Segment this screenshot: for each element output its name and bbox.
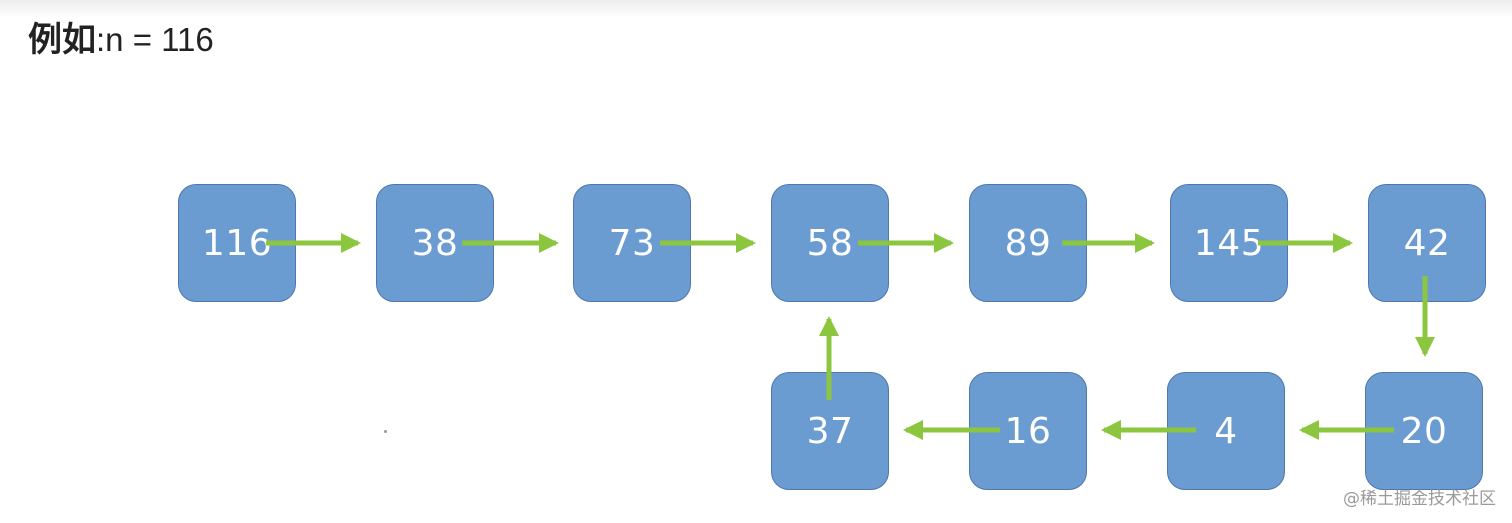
watermark: @稀土掘金技术社区 — [1343, 489, 1496, 509]
node-42: 42 — [1368, 184, 1486, 302]
node-16: 16 — [969, 372, 1087, 490]
node-73: 73 — [573, 184, 691, 302]
stray-dot — [384, 430, 387, 433]
node-89: 89 — [969, 184, 1087, 302]
node-145: 145 — [1170, 184, 1288, 302]
top-shadow-bar — [0, 0, 1512, 18]
page-title: 例如:n = 116 — [28, 18, 214, 62]
node-20: 20 — [1365, 372, 1483, 490]
node-116: 116 — [178, 184, 296, 302]
title-expression: :n = 116 — [96, 21, 214, 58]
node-4: 4 — [1167, 372, 1285, 490]
node-37: 37 — [771, 372, 889, 490]
title-prefix: 例如 — [28, 20, 96, 60]
node-58: 58 — [771, 184, 889, 302]
node-38: 38 — [376, 184, 494, 302]
